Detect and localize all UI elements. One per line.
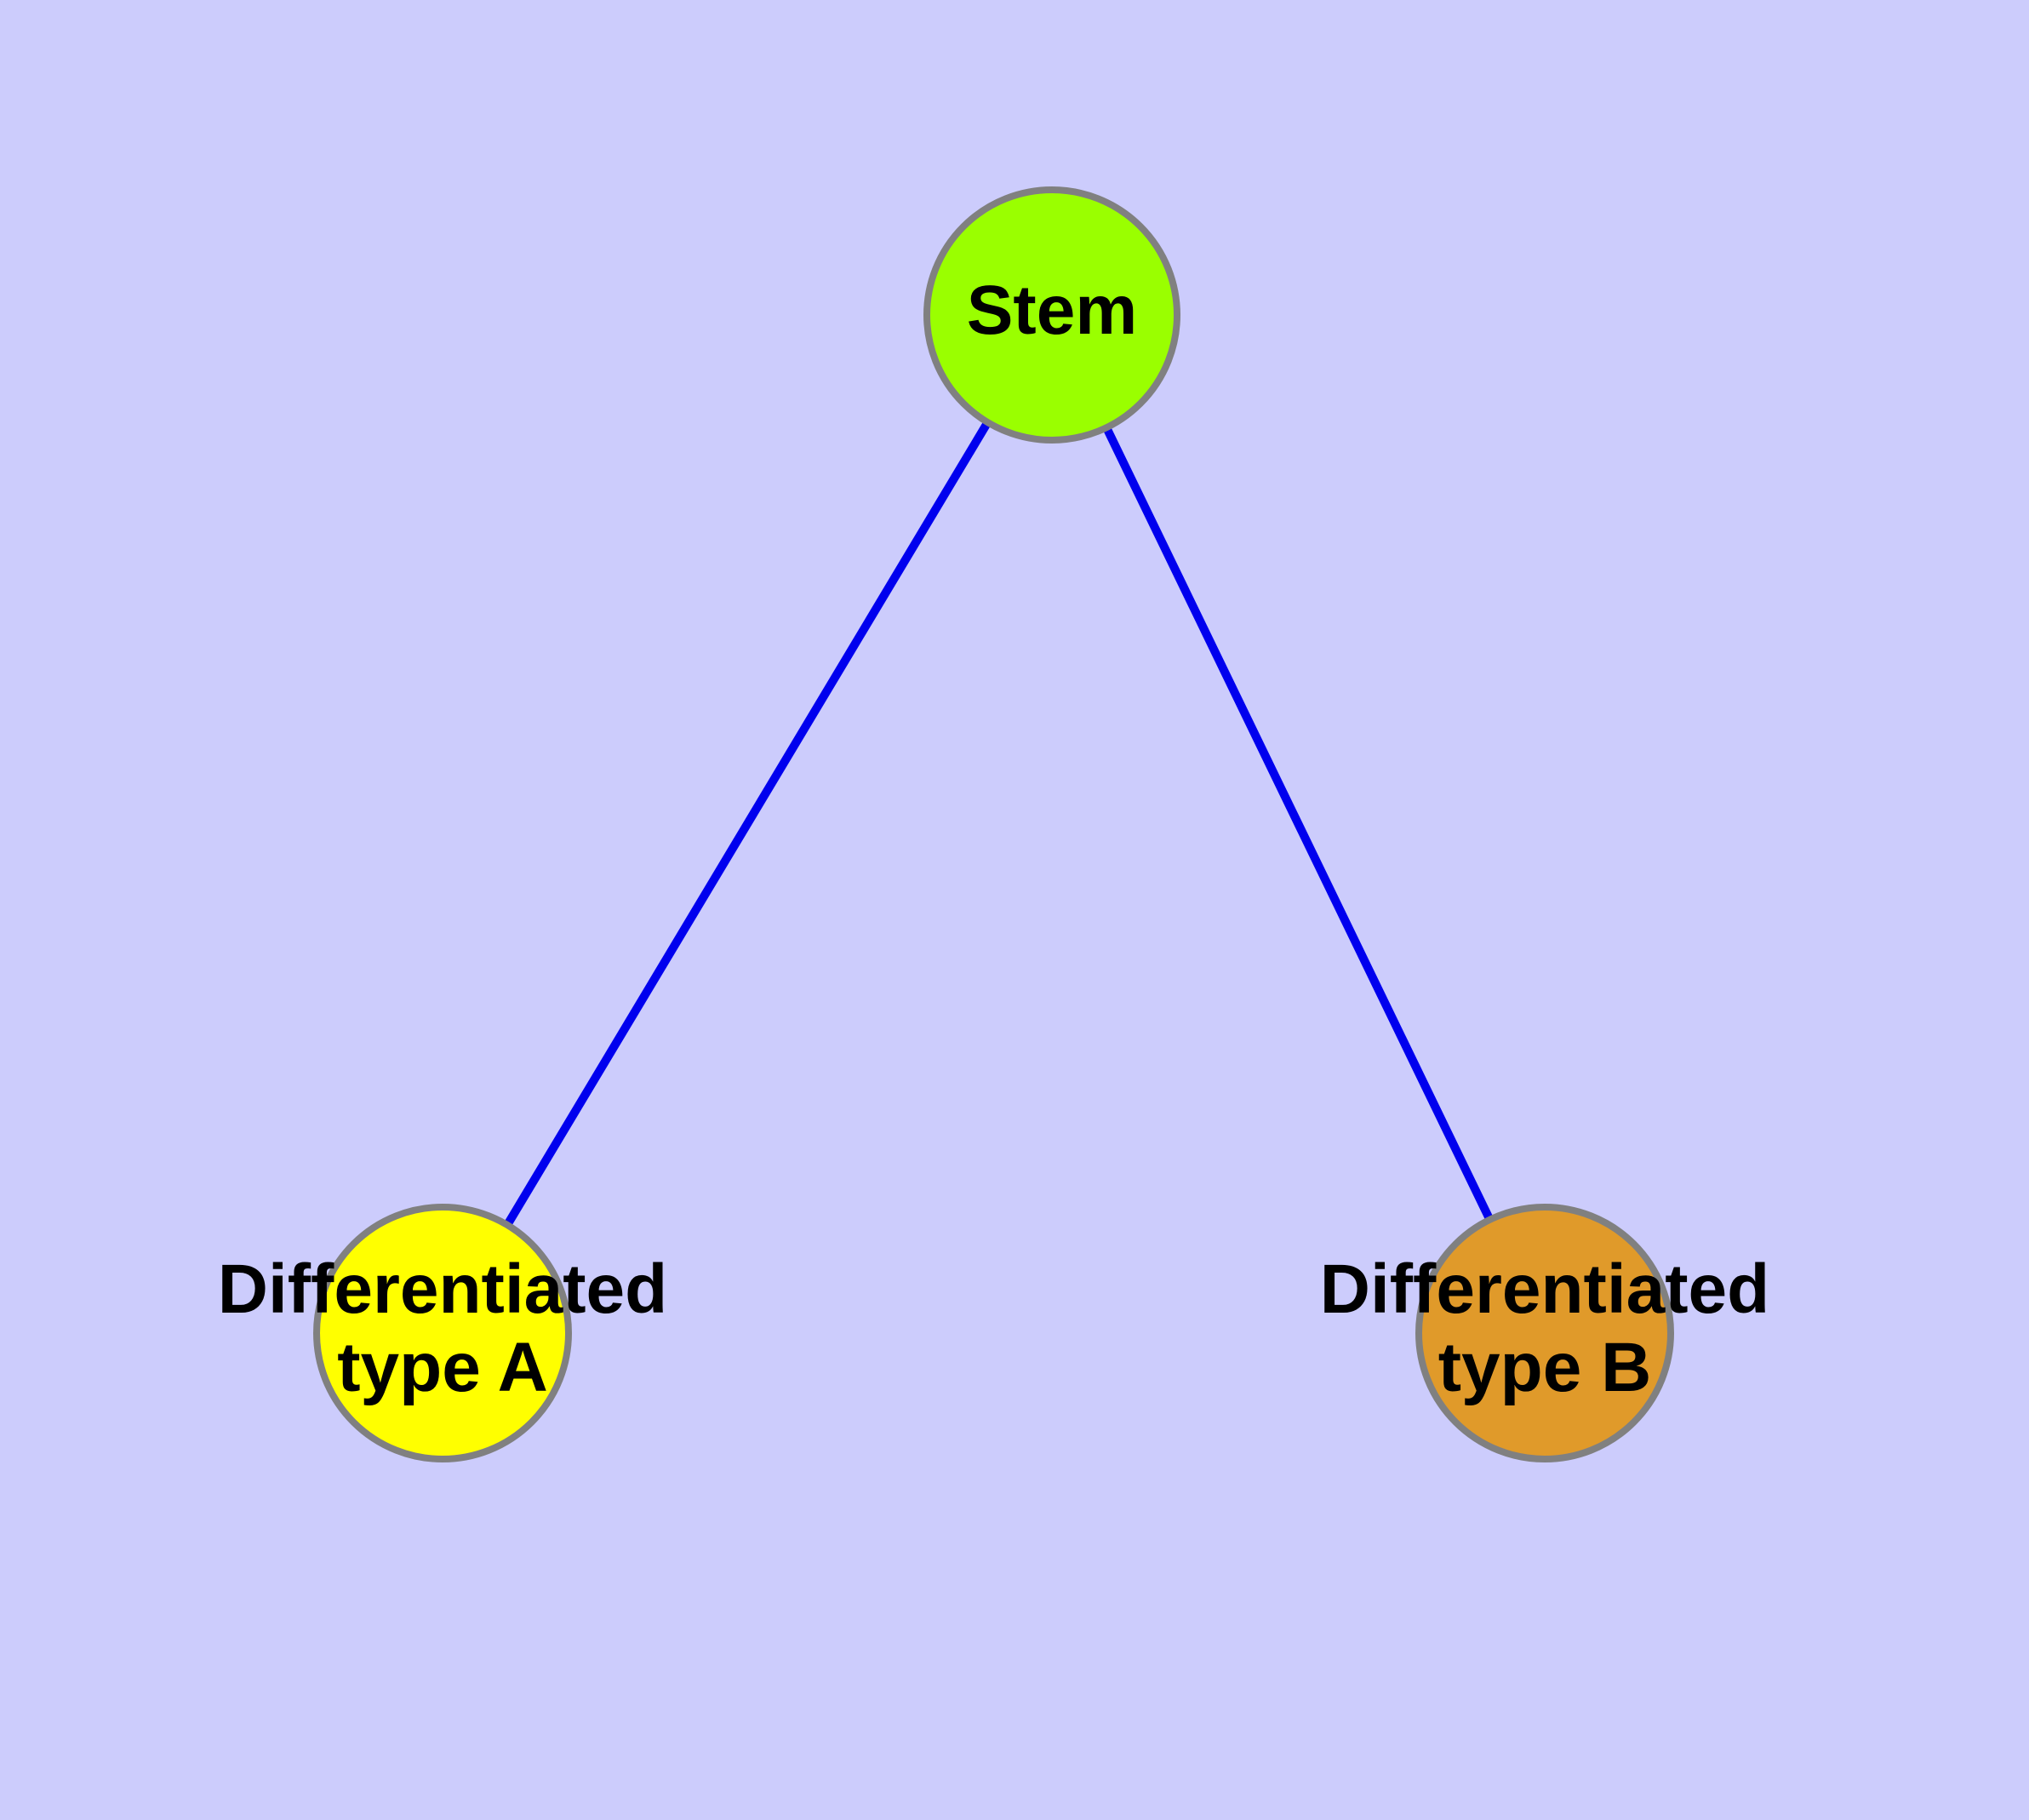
edge-stem-to-differentiated-type-a[interactable] [438, 312, 1056, 1336]
node-differentiated-type-b-label-line-2: type B [1438, 1329, 1652, 1406]
node-differentiated-type-b-label-line-1: Differentiated [1320, 1251, 1770, 1328]
node-stem[interactable] [923, 186, 1180, 444]
nodes-layer [313, 186, 1674, 1462]
node-differentiated-type-a-label-line-1: Differentiated [218, 1251, 668, 1328]
edge-stem-to-differentiated-type-b[interactable] [1048, 312, 1549, 1336]
node-differentiated-type-a-label-line-2: type A [337, 1329, 548, 1406]
edges-layer [438, 312, 1549, 1336]
node-stem-label-line-1: Stem [967, 272, 1138, 349]
node-differentiated-type-a[interactable] [313, 1204, 572, 1462]
node-stem-label: Stem [967, 272, 1138, 349]
node-differentiated-type-b[interactable] [1415, 1204, 1674, 1462]
